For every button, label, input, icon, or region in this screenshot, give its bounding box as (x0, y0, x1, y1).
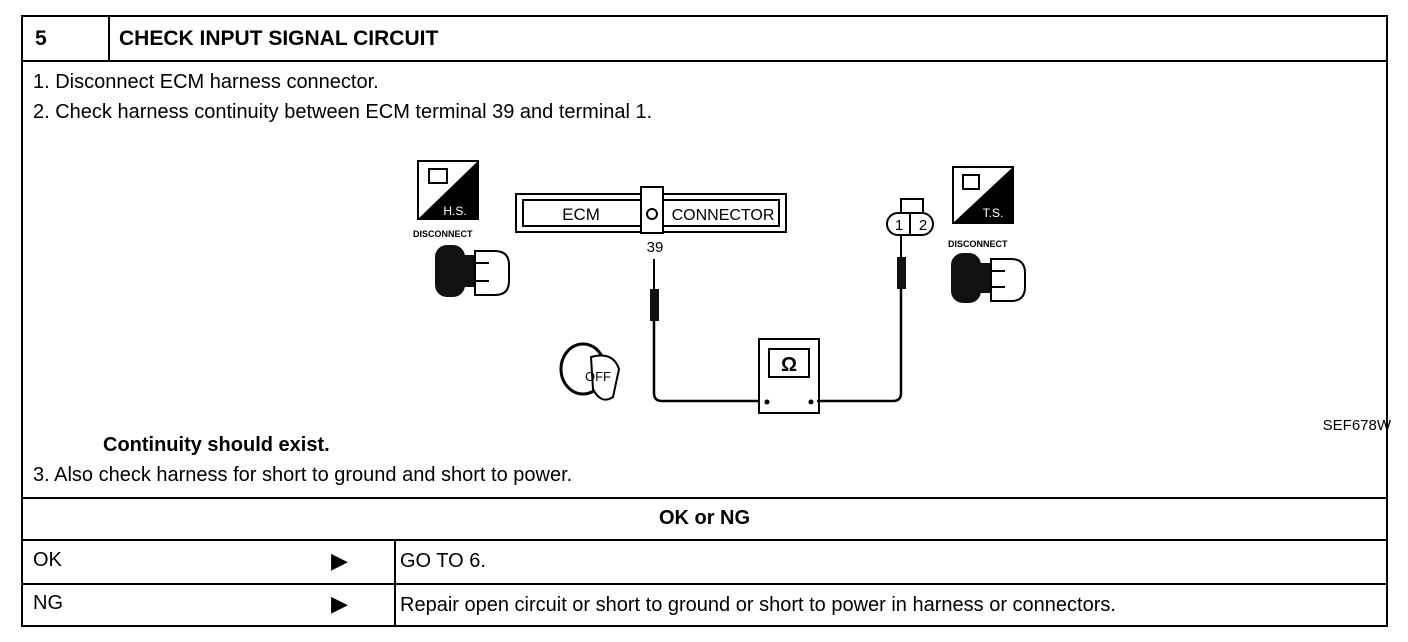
procedure-table: 5 CHECK INPUT SIGNAL CIRCUIT 1. Disconne… (21, 15, 1392, 627)
procedure-header: 5 CHECK INPUT SIGNAL CIRCUIT (23, 17, 1386, 62)
ohm-symbol: Ω (781, 354, 797, 376)
terminal-39-label: 39 (647, 239, 664, 256)
result-label-ng: NG (33, 592, 63, 614)
ecm-label: ECM (562, 205, 600, 224)
divider-line (23, 539, 1386, 541)
pin-2-label: 2 (919, 217, 927, 234)
step-3-text: 3. Also check harness for short to groun… (33, 464, 573, 486)
pin-1-label: 1 (895, 217, 903, 234)
disconnect-right-label: DISCONNECT (948, 239, 1008, 249)
result-action-ng: Repair open circuit or short to ground o… (400, 594, 1116, 616)
disconnect-left-label: DISCONNECT (413, 229, 473, 239)
arrow-right-icon: ▶ (331, 548, 348, 573)
step-1-text: 1. Disconnect ECM harness connector. (33, 71, 379, 93)
connector-unplug-icon-left (435, 245, 510, 297)
arrow-right-icon: ▶ (331, 591, 348, 616)
ok-or-ng-heading: OK or NG (658, 507, 751, 529)
divider-line (23, 497, 1386, 499)
connector-label: CONNECTOR (672, 207, 775, 224)
continuity-diagram: H.S. DISCONNECT ECM CONNECTOR 39 (413, 160, 1392, 434)
harness-connector: 1 2 (886, 198, 934, 236)
ts-badge: T.S. (952, 166, 1014, 224)
ts-label: T.S. (983, 206, 1004, 220)
probe-left (650, 259, 761, 403)
ignition-label: OFF (585, 369, 611, 384)
step-number: 5 (23, 17, 110, 60)
probe-right (817, 235, 906, 403)
continuity-expectation: Continuity should exist. (103, 434, 330, 456)
hs-badge: H.S. (417, 160, 479, 220)
step-2-text: 2. Check harness continuity between ECM … (33, 101, 653, 123)
result-label-ok: OK (33, 549, 62, 571)
ecm-connector: ECM CONNECTOR 39 (515, 186, 787, 256)
result-action-ok: GO TO 6. (400, 550, 486, 572)
divider-line (23, 583, 1386, 585)
ignition-key-icon: OFF (559, 342, 621, 401)
connector-unplug-icon-right (951, 253, 1026, 303)
hs-label: H.S. (443, 204, 466, 218)
figure-code: SEF678W (1323, 417, 1392, 434)
ohmmeter: Ω (758, 338, 820, 414)
procedure-title: CHECK INPUT SIGNAL CIRCUIT (119, 27, 439, 50)
